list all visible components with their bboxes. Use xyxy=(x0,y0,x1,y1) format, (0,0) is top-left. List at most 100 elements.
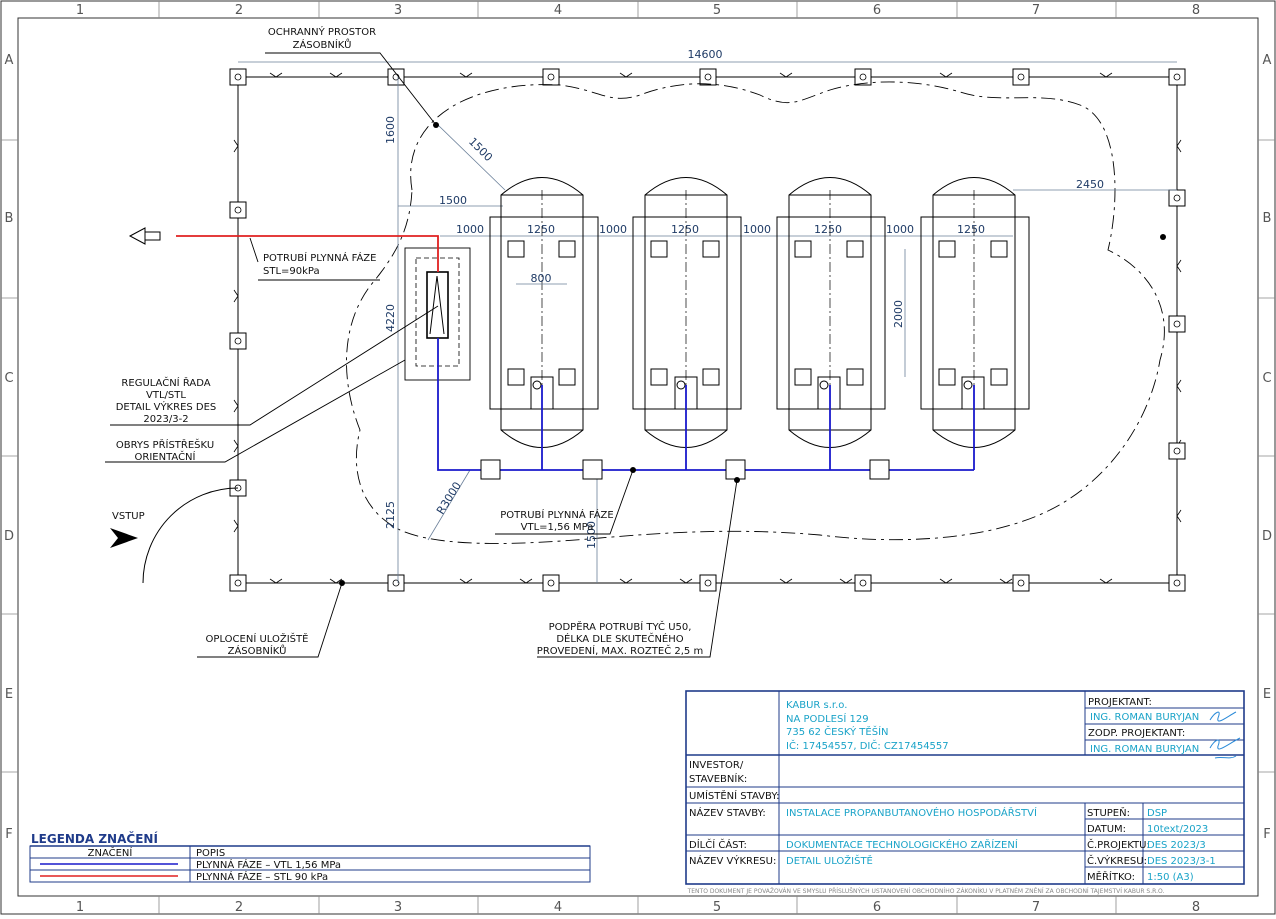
dim-right-2450: 2450 xyxy=(1076,178,1104,191)
tb-umisteni-label: UMÍSTĚNÍ STAVBY: xyxy=(689,789,779,802)
tb-projektant: ING. ROMAN BURYJAN xyxy=(1090,712,1199,723)
grid-row-e-left: E xyxy=(5,687,13,702)
grid-row-a-left: A xyxy=(5,53,14,68)
grid-row-f-left: F xyxy=(5,827,12,842)
grid-col-6-bottom: 6 xyxy=(873,900,881,915)
legend-row-stl: PLYNNÁ FÁZE – STL 90 kPa xyxy=(196,870,328,883)
tb-company-city: 735 62 ČESKÝ TĚŠÍN xyxy=(786,725,889,738)
tank-1 xyxy=(489,177,599,448)
entry-gate-arc xyxy=(142,487,239,584)
tb-projektant-label: PROJEKTANT: xyxy=(1088,697,1152,708)
tb-meritko: 1:50 (A3) xyxy=(1147,872,1194,883)
exit-arrow-icon xyxy=(128,227,161,245)
leader-dots xyxy=(339,122,1166,586)
dim-1600: 1600 xyxy=(384,116,397,144)
tank-2 xyxy=(632,177,742,448)
dim-r3000: R3000 xyxy=(434,480,464,517)
dim-gap-3: 1000 xyxy=(743,223,771,236)
tb-stupen-label: STUPEŇ: xyxy=(1087,806,1130,819)
tb-nazev-stavby-label: NÁZEV STAVBY: xyxy=(689,806,766,819)
dim-4220: 4220 xyxy=(384,304,397,332)
inner-frame xyxy=(17,17,1259,897)
fence-outline xyxy=(237,76,1178,584)
leaders xyxy=(105,52,738,658)
grid-col-7-bottom: 7 xyxy=(1032,900,1040,915)
grid-row-c-right: C xyxy=(1262,371,1271,386)
tb-meritko-label: MĚŘÍTKO: xyxy=(1087,870,1135,883)
grid-row-b-right: B xyxy=(1263,211,1272,226)
tb-cprojektu: DES 2023/3 xyxy=(1147,840,1206,851)
grid-row-c-left: C xyxy=(4,371,13,386)
tb-nazev-stavby: INSTALACE PROPANBUTANOVÉHO HOSPODÁŘSTVÍ xyxy=(786,806,1037,819)
note-regulation-2: VTL/STL xyxy=(146,390,186,401)
note-support-3: PROVEDENÍ, MAX. ROZTEČ 2,5 m xyxy=(537,644,703,657)
tb-cprojektu-label: Č.PROJEKTU: xyxy=(1087,838,1150,851)
tank-3 xyxy=(776,177,886,448)
dim-left-1500: 1500 xyxy=(439,194,467,207)
tb-footer: TENTO DOKUMENT JE POVAŽOVÁN VE SMYSLU PŘ… xyxy=(687,887,1165,895)
tb-cvykresu: DES 2023/3-1 xyxy=(1147,856,1216,867)
title-block xyxy=(685,690,1245,885)
note-regulation-3: DETAIL VÝKRES DES xyxy=(116,400,217,413)
tb-datum: 10text/2023 xyxy=(1147,824,1208,835)
dim-r3000-line xyxy=(427,469,471,541)
tb-zodp: ING. ROMAN BURYJAN xyxy=(1090,744,1199,755)
grid-col-8-top: 8 xyxy=(1192,3,1200,18)
protective-zone-outline xyxy=(346,81,1165,544)
legend-col-desc: POPIS xyxy=(196,848,225,859)
note-gas-vtl-2: VTL=1,56 MPa xyxy=(521,522,594,533)
tb-dilci-label: DÍLČÍ ČÁST: xyxy=(689,838,747,851)
tb-cvykresu-label: Č.VÝKRESU: xyxy=(1087,854,1147,867)
grid-col-2-top: 2 xyxy=(235,3,243,18)
dim-saddle-800: 800 xyxy=(531,272,552,285)
dim-tank-1: 1250 xyxy=(527,223,555,236)
note-gas-vtl-1: POTRUBÍ PLYNNÁ FÁZE xyxy=(500,508,613,521)
legend-col-symbol: ZNAČENÍ xyxy=(88,846,133,859)
entry-label: VSTUP xyxy=(112,511,145,522)
legend-title: LEGENDA ZNAČENÍ xyxy=(31,831,158,846)
tb-dilci: DOKUMENTACE TECHNOLOGICKÉHO ZAŘÍZENÍ xyxy=(786,838,1018,851)
dim-tank-3: 1250 xyxy=(814,223,842,236)
grid-col-7-top: 7 xyxy=(1032,3,1040,18)
grid-col-1-bottom: 1 xyxy=(76,900,84,915)
dim-diag-1500: 1500 xyxy=(466,135,495,164)
note-support-1: PODPĚRA POTRUBÍ TYČ U50, xyxy=(549,620,692,633)
grid-col-3-bottom: 3 xyxy=(394,900,402,915)
tb-company-street: NA PODLESÍ 129 xyxy=(786,712,869,725)
note-shelter-2: ORIENTAČNÍ xyxy=(135,450,196,463)
grid-col-4-top: 4 xyxy=(554,3,562,18)
tb-stupen: DSP xyxy=(1147,808,1167,819)
dim-gap-4: 1000 xyxy=(886,223,914,236)
grid-col-5-top: 5 xyxy=(713,3,721,18)
note-gas-stl-1: POTRUBÍ PLYNNÁ FÁZE xyxy=(263,251,376,264)
signature-2 xyxy=(1209,737,1241,759)
tb-company-ids: IČ: 17454557, DIČ: CZ17454557 xyxy=(786,739,949,752)
fence-hatch-marks xyxy=(233,72,1182,584)
note-support-2: DÉLKA DLE SKUTEČNÉHO xyxy=(556,632,683,645)
note-protective-space-1: OCHRANNÝ PROSTOR xyxy=(268,25,376,38)
grid-col-3-top: 3 xyxy=(394,3,402,18)
grid-row-b-left: B xyxy=(5,211,14,226)
note-fence-2: ZÁSOBNÍKŮ xyxy=(228,644,287,657)
tb-nazev-vykresu-label: NÁZEV VÝKRESU: xyxy=(689,854,776,867)
grid-col-1-top: 1 xyxy=(76,3,84,18)
grid-col-6-top: 6 xyxy=(873,3,881,18)
grid-row-d-left: D xyxy=(4,529,14,544)
grid-row-e-right: E xyxy=(1263,687,1271,702)
grid-col-8-bottom: 8 xyxy=(1192,900,1200,915)
dim-tank-4: 1250 xyxy=(957,223,985,236)
note-shelter-1: OBRYS PŘÍSTŘEŠKU xyxy=(116,438,214,451)
note-fence-1: OPLOCENÍ ULOŽIŠTĚ xyxy=(206,632,309,645)
tb-company-name: KABUR s.r.o. xyxy=(786,700,847,711)
dim-2125: 2125 xyxy=(384,501,397,529)
entry-arrow-icon xyxy=(110,528,138,548)
dim-tank-2: 1250 xyxy=(671,223,699,236)
signature-1 xyxy=(1209,711,1237,722)
tb-investor-label-1: INVESTOR/ xyxy=(689,760,744,771)
fence-posts xyxy=(229,68,1186,592)
note-regulation-4: 2023/3-2 xyxy=(143,414,188,425)
dim-saddle-2000: 2000 xyxy=(892,300,905,328)
